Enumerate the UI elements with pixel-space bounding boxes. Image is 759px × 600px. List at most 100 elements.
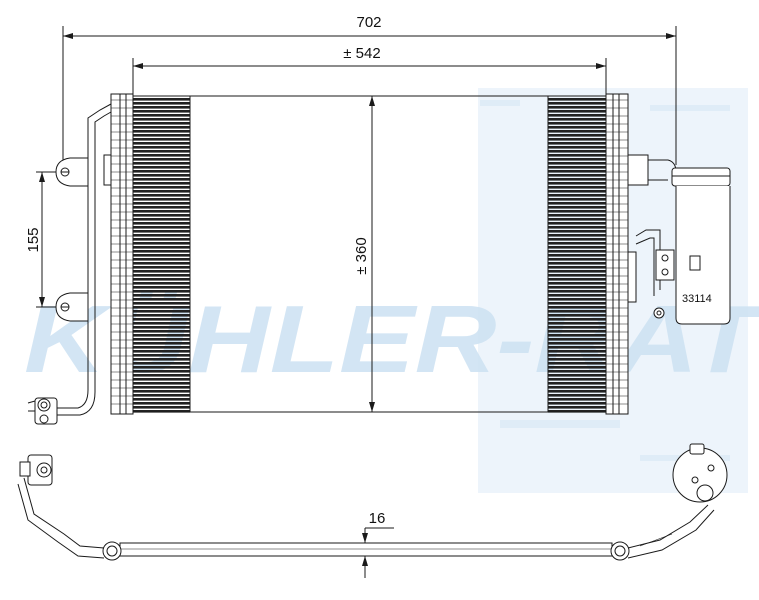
fin-row	[548, 322, 606, 325]
fin-row	[548, 254, 606, 257]
fin-row	[133, 106, 190, 109]
fin-row	[548, 126, 606, 129]
fin-row	[548, 278, 606, 281]
fin-row	[133, 294, 190, 297]
fin-row	[548, 146, 606, 149]
dimension-mount-spacing-label: 155	[25, 227, 42, 252]
fin-row	[548, 150, 606, 153]
fin-row	[548, 370, 606, 373]
fin-row	[548, 98, 606, 101]
fin-row	[548, 238, 606, 241]
fin-row	[133, 114, 190, 117]
fin-row	[548, 358, 606, 361]
fin-row	[548, 122, 606, 125]
fin-row	[548, 258, 606, 261]
dimension-thickness	[362, 527, 394, 578]
fin-row	[133, 194, 190, 197]
fin-row	[548, 302, 606, 305]
fin-row	[133, 162, 190, 165]
fin-row	[548, 130, 606, 133]
mount-bracket-upper	[55, 157, 89, 187]
fin-row	[133, 238, 190, 241]
bottom-view	[102, 541, 630, 561]
bottom-pipe-left	[17, 477, 105, 559]
fin-row	[133, 282, 190, 285]
fin-row	[548, 142, 606, 145]
dimension-core-width-label: ± 542	[343, 45, 380, 62]
dimension-thickness-label: 16	[369, 510, 386, 527]
fin-row	[133, 290, 190, 293]
fin-row	[548, 318, 606, 321]
fin-row	[133, 210, 190, 213]
fin-row	[133, 286, 190, 289]
fin-row	[548, 298, 606, 301]
fin-row	[133, 318, 190, 321]
fin-row	[548, 374, 606, 377]
fin-row	[133, 254, 190, 257]
fin-row	[548, 174, 606, 177]
fin-row	[133, 138, 190, 141]
fin-row	[548, 154, 606, 157]
fin-row	[133, 366, 190, 369]
fin-block-left	[133, 98, 190, 413]
fin-row	[548, 346, 606, 349]
fin-row	[548, 106, 606, 109]
fin-row	[133, 358, 190, 361]
fin-row	[133, 386, 190, 389]
header-tank-right	[605, 93, 649, 415]
fin-row	[548, 218, 606, 221]
fin-row	[548, 330, 606, 333]
fin-row	[548, 342, 606, 345]
fin-row	[548, 294, 606, 297]
fin-row	[548, 354, 606, 357]
fin-row	[133, 354, 190, 357]
fin-row	[133, 390, 190, 393]
receiver-drier	[653, 167, 731, 325]
part-number-label: 33114	[682, 293, 712, 305]
fin-row	[133, 226, 190, 229]
bottom-fitting-right	[672, 443, 728, 503]
fin-row	[548, 290, 606, 293]
fin-row	[548, 206, 606, 209]
fin-row	[133, 214, 190, 217]
fin-row	[133, 338, 190, 341]
fin-row	[133, 374, 190, 377]
fin-row	[548, 282, 606, 285]
fin-row	[133, 126, 190, 129]
fin-row	[133, 346, 190, 349]
fin-row	[133, 362, 190, 365]
dimension-core-height	[369, 96, 375, 412]
fin-row	[548, 262, 606, 265]
fin-row	[133, 410, 190, 413]
fin-row	[548, 186, 606, 189]
fin-row	[133, 186, 190, 189]
dimension-core-width	[132, 58, 607, 96]
fin-row	[548, 382, 606, 385]
fin-row	[548, 182, 606, 185]
fin-row	[133, 118, 190, 121]
fin-row	[548, 138, 606, 141]
fin-row	[548, 306, 606, 309]
fin-row	[133, 110, 190, 113]
fin-row	[133, 270, 190, 273]
fin-row	[548, 394, 606, 397]
fin-row	[548, 210, 606, 213]
fin-row	[133, 378, 190, 381]
inlet-pipe-left	[56, 103, 112, 416]
fin-row	[133, 314, 190, 317]
fin-row	[133, 222, 190, 225]
fin-row	[133, 218, 190, 221]
fin-row	[548, 334, 606, 337]
fin-row	[548, 202, 606, 205]
fin-row	[133, 182, 190, 185]
fin-row	[133, 242, 190, 245]
fin-row	[548, 326, 606, 329]
fin-row	[133, 206, 190, 209]
fin-row	[548, 134, 606, 137]
fin-row	[133, 274, 190, 277]
fin-row	[133, 266, 190, 269]
fin-row	[548, 274, 606, 277]
fin-row	[548, 266, 606, 269]
fin-row	[133, 298, 190, 301]
